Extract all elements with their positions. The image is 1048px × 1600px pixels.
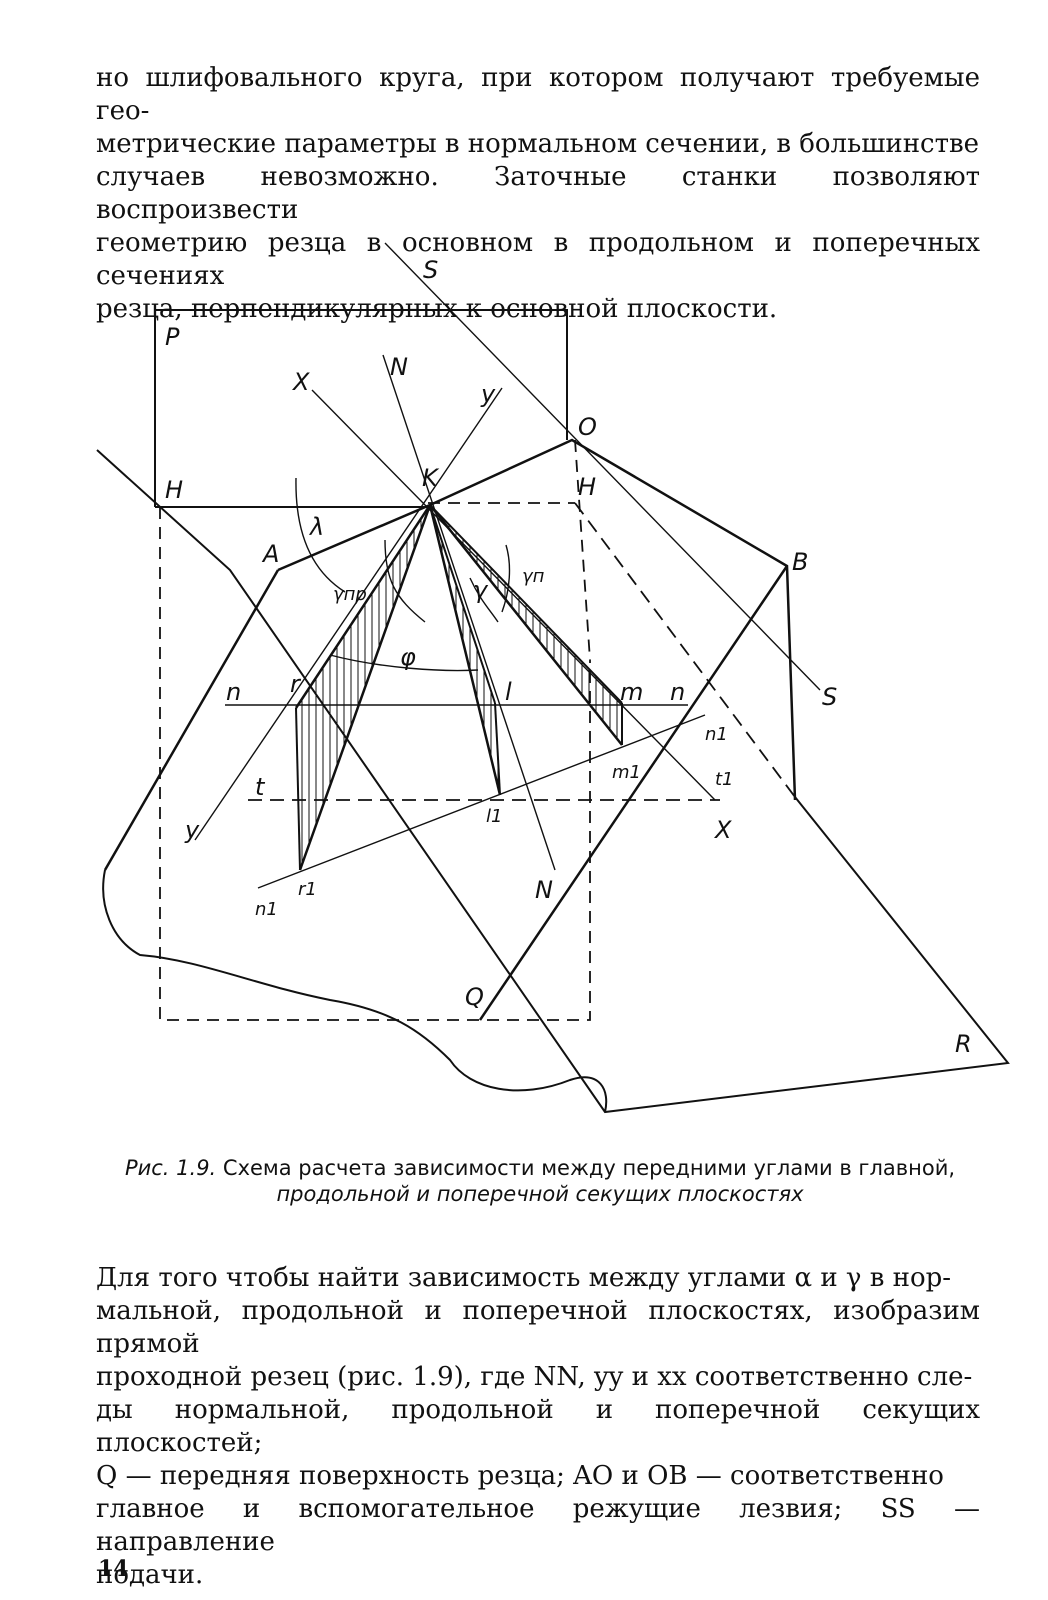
label-p: P bbox=[165, 323, 180, 351]
ray-k-r bbox=[294, 504, 432, 709]
line-l-l1 bbox=[494, 702, 501, 796]
break-line bbox=[102, 869, 608, 1113]
label-n-top: N bbox=[390, 353, 408, 381]
base-plane-outline bbox=[96, 449, 1010, 1114]
caption-line1: Схема расчета зависимости между передним… bbox=[216, 1156, 956, 1180]
line-s bbox=[384, 242, 821, 691]
label-n1-left: n1 bbox=[255, 899, 278, 920]
page-number: 14 bbox=[98, 1556, 129, 1582]
line-y bbox=[194, 387, 503, 841]
arc-gamma bbox=[469, 577, 499, 623]
line-r-r1 bbox=[295, 707, 301, 871]
label-y-top: y bbox=[480, 380, 496, 408]
arc-gamma-p bbox=[501, 544, 511, 613]
dashed-box bbox=[159, 507, 591, 1021]
text-line: проходной резец (рис. 1.9), где NN, yy и… bbox=[96, 1362, 973, 1392]
figure-caption: Рис. 1.9. Схема расчета зависимости межд… bbox=[100, 1155, 980, 1207]
label-h-right: H bbox=[578, 473, 596, 501]
edge-a-q bbox=[103, 569, 280, 871]
ray-k-m bbox=[429, 504, 623, 704]
text-line: подачи. bbox=[96, 1560, 204, 1590]
dashed-diagonal bbox=[574, 502, 796, 798]
label-n1-right: n1 bbox=[705, 724, 728, 745]
text-line: мальной, продольной и поперечной плоскос… bbox=[96, 1296, 980, 1359]
label-x-top: X bbox=[291, 368, 310, 396]
arc-phi bbox=[329, 654, 479, 672]
label-t: t bbox=[255, 773, 266, 801]
cutter-edges bbox=[277, 438, 797, 801]
label-r1: r1 bbox=[298, 879, 317, 900]
label-phi: φ bbox=[400, 643, 416, 671]
dashed-vertical bbox=[574, 439, 591, 661]
label-x-bottom: X bbox=[713, 816, 732, 844]
caption-prefix: Рис. 1.9. bbox=[124, 1156, 217, 1180]
label-o: O bbox=[578, 413, 597, 441]
text-line: случаев невозможно. Заточные станки позв… bbox=[96, 162, 980, 225]
ray-k-m1 bbox=[429, 504, 623, 746]
text-line: геометрию резца в основном в продольном … bbox=[96, 228, 980, 291]
arc-gamma-pr bbox=[384, 539, 426, 623]
top-paragraph: но шлифовального круга, при котором полу… bbox=[96, 62, 980, 326]
label-h-left: H bbox=[165, 476, 183, 504]
label-y-bottom: y bbox=[184, 816, 200, 844]
label-n-right: n bbox=[670, 678, 685, 706]
label-t1: t1 bbox=[715, 769, 734, 790]
text-line: метрические параметры в нормальном сечен… bbox=[96, 129, 980, 159]
label-n-bottom: N bbox=[535, 876, 553, 904]
label-a: A bbox=[261, 540, 279, 568]
label-q: Q bbox=[465, 983, 484, 1011]
ray-k-l1 bbox=[428, 504, 502, 796]
label-lambda: λ bbox=[308, 513, 324, 541]
bottom-paragraph: Для того чтобы найти зависимость между у… bbox=[96, 1262, 980, 1592]
label-l1: l1 bbox=[486, 806, 502, 827]
label-r-big: R bbox=[955, 1030, 972, 1058]
ray-k-l bbox=[429, 504, 496, 704]
label-k: K bbox=[422, 464, 440, 492]
label-s-right: S bbox=[822, 683, 837, 711]
edge-b-q bbox=[478, 565, 789, 1021]
text-line: но шлифовального круга, при котором полу… bbox=[96, 63, 980, 126]
arc-lambda bbox=[295, 477, 346, 593]
label-s-top: S bbox=[423, 256, 438, 284]
text-line: ды нормальной, продольной и поперечной с… bbox=[96, 1395, 980, 1458]
label-l: l bbox=[505, 678, 512, 706]
label-gamma-p: γп bbox=[522, 566, 545, 587]
label-m1: m1 bbox=[612, 762, 641, 783]
label-r: r bbox=[290, 670, 302, 698]
label-n-left: n bbox=[226, 678, 241, 706]
ray-k-r1 bbox=[298, 504, 432, 871]
text-line: главное и вспомогательное режущие лезвия… bbox=[96, 1494, 980, 1557]
label-b: B bbox=[792, 548, 808, 576]
text-line: Q — передняя поверхность резца; AO и OB … bbox=[96, 1461, 944, 1491]
caption-line2: продольной и поперечной секущих плоскост… bbox=[276, 1182, 804, 1206]
label-gamma-pr: γпр bbox=[333, 584, 367, 605]
text-line: Для того чтобы найти зависимость между у… bbox=[96, 1263, 952, 1293]
label-m: m bbox=[620, 678, 643, 706]
label-gamma: γ bbox=[473, 576, 489, 604]
line-n1 bbox=[257, 714, 706, 889]
plane-p bbox=[154, 309, 568, 507]
